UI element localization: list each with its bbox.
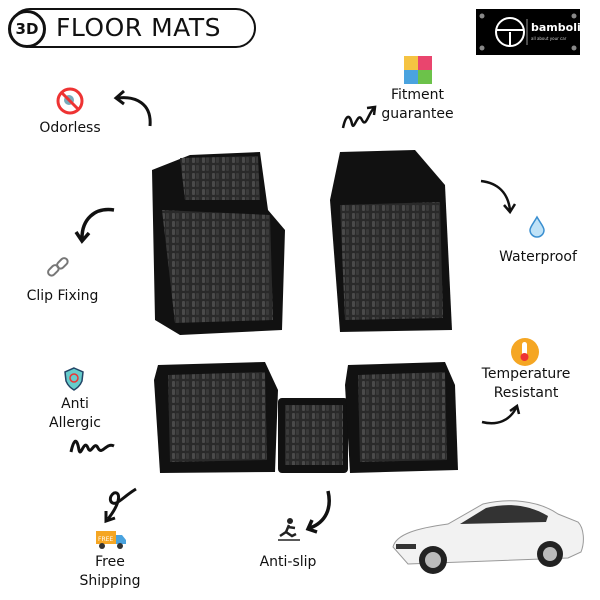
squiggle-icon xyxy=(69,439,115,454)
car-image xyxy=(392,500,584,574)
page-title: FLOOR MATS xyxy=(56,13,221,42)
feature-line: Resistant xyxy=(493,385,559,401)
feature-fitment-guarantee: Fitment guarantee xyxy=(370,86,465,124)
feature-odorless: Odorless xyxy=(39,120,101,136)
thermometer-icon xyxy=(511,338,539,366)
feature-clip-fixing: Clip Fixing xyxy=(26,288,99,304)
feature-anti-slip: Anti-slip xyxy=(259,554,317,570)
loop-arrow-icon xyxy=(104,487,137,524)
squiggle-arrow-icon xyxy=(341,105,377,129)
floor-mats-image xyxy=(152,150,458,473)
brand-name: bamboli xyxy=(531,21,581,34)
arrow-icon xyxy=(113,89,152,127)
arrow-icon xyxy=(74,207,115,244)
brand-logo: bamboli all about your car xyxy=(476,9,581,55)
rear-left-mat xyxy=(154,362,278,473)
feature-line: Free xyxy=(95,554,125,570)
feature-line: Anti xyxy=(61,396,89,412)
arrow-icon xyxy=(481,403,521,425)
rear-right-mat xyxy=(345,362,458,473)
arrow-icon xyxy=(480,179,517,215)
rear-center-mat xyxy=(278,398,348,473)
no-odor-icon xyxy=(56,87,84,115)
front-left-mat xyxy=(152,152,285,335)
3d-badge: 3D xyxy=(8,10,46,48)
feature-line: Allergic xyxy=(49,415,101,431)
puzzle-icon xyxy=(404,56,432,84)
feature-line: guarantee xyxy=(381,106,454,122)
delivery-truck-icon: FREE xyxy=(96,531,126,549)
water-drop-icon xyxy=(529,215,545,238)
feature-line: Shipping xyxy=(79,573,141,589)
front-right-mat xyxy=(330,150,452,332)
brand-tagline: all about your car xyxy=(531,36,567,41)
slipping-person-icon xyxy=(278,518,300,541)
steering-wheel-icon xyxy=(479,13,577,51)
chain-link-icon xyxy=(47,257,69,277)
feature-waterproof: Waterproof xyxy=(499,249,577,265)
arrow-icon xyxy=(305,490,331,534)
feature-line: Temperature xyxy=(481,366,571,382)
shield-hands-icon xyxy=(64,367,84,391)
truck-text: FREE xyxy=(98,536,113,543)
feature-line: Fitment xyxy=(390,87,445,103)
